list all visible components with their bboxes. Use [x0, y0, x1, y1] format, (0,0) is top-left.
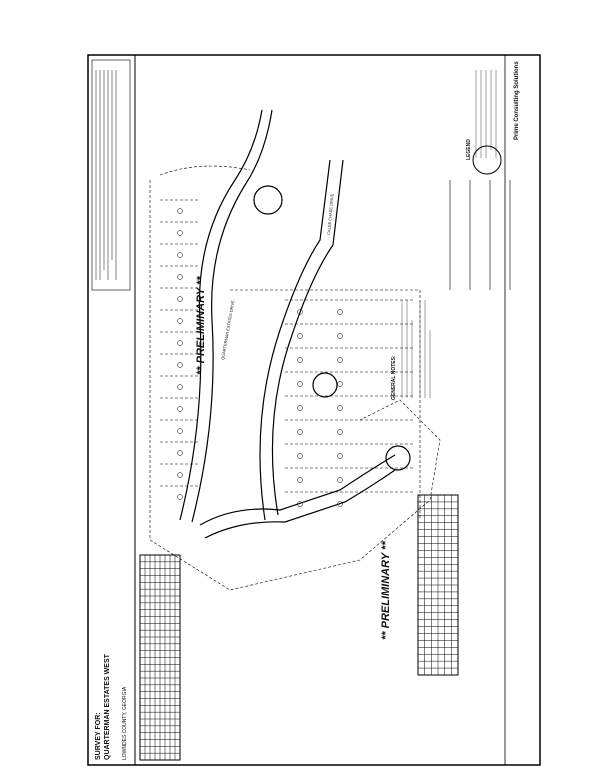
- lot-marker: [337, 333, 343, 339]
- street-label-2: CALEB CHASE DRIVE: [326, 193, 335, 235]
- lot-marker: [177, 230, 183, 236]
- certificate-box: [91, 59, 131, 291]
- lot-marker: [177, 362, 183, 368]
- lot-marker: [177, 384, 183, 390]
- sheet-border: [87, 54, 541, 766]
- firm-name: Prime Consulting Solutions: [514, 61, 520, 140]
- lot-marker: [297, 309, 303, 315]
- lot-marker: [177, 318, 183, 324]
- title-project: QUARTERMAN ESTATES WEST: [104, 653, 111, 760]
- general-notes-lines: [401, 300, 431, 398]
- lot-marker: [297, 453, 303, 459]
- line-table-grid: [418, 495, 458, 675]
- title-survey-for: SURVEY FOR:: [95, 712, 102, 760]
- preliminary-label-2: ** PRELIMINARY **: [380, 541, 392, 640]
- lot-marker: [297, 357, 303, 363]
- general-notes-heading: GENERAL NOTES:: [391, 355, 397, 400]
- lot-marker: [337, 357, 343, 363]
- lot-marker: [297, 501, 303, 507]
- lot-marker: [177, 472, 183, 478]
- lot-marker: [337, 309, 343, 315]
- lot-marker: [177, 494, 183, 500]
- lot-marker: [177, 252, 183, 258]
- lot-marker: [177, 208, 183, 214]
- road-edge-1: [179, 109, 263, 521]
- lot-marker: [337, 381, 343, 387]
- firm-logo: [472, 145, 502, 175]
- lot-lines: [149, 165, 441, 591]
- lot-marker: [177, 406, 183, 412]
- lot-marker: [177, 428, 183, 434]
- certificate-text-lines: [95, 70, 117, 280]
- legend-heading: LEGEND: [466, 139, 472, 160]
- lot-marker: [297, 381, 303, 387]
- preliminary-label-1: ** PRELIMINARY **: [195, 276, 207, 375]
- street-label-1: QUARTERMAN ESTATES DRIVE: [220, 299, 235, 360]
- lot-markers: [177, 208, 343, 507]
- lot-marker: [337, 429, 343, 435]
- title-county: LOWNDES COUNTY, GEORGIA: [122, 686, 128, 760]
- roads: [179, 109, 411, 539]
- lot-marker: [177, 274, 183, 280]
- approval-signature-lines: [449, 180, 511, 290]
- lot-marker: [297, 405, 303, 411]
- lot-marker: [297, 333, 303, 339]
- legend-lines: [475, 70, 497, 158]
- lot-marker: [337, 477, 343, 483]
- lot-marker: [337, 453, 343, 459]
- lot-marker: [177, 340, 183, 346]
- lot-marker: [337, 501, 343, 507]
- curve-table-grid: [140, 555, 180, 760]
- lot-marker: [177, 296, 183, 302]
- lot-marker: [297, 477, 303, 483]
- lot-marker: [337, 405, 343, 411]
- lot-marker: [297, 429, 303, 435]
- lot-marker: [177, 450, 183, 456]
